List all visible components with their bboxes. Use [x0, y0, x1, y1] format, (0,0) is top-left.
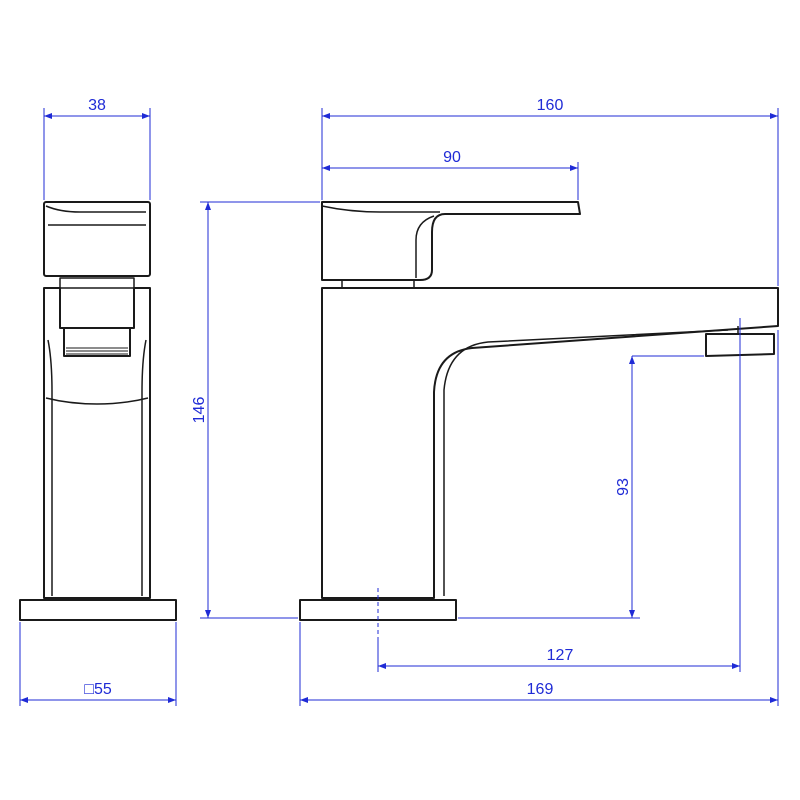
front-handle [321, 201, 581, 281]
side-aerator-hatching [66, 347, 128, 355]
side-body-spout-curve-r [141, 339, 147, 596]
side-aerator [63, 327, 131, 357]
dim-label-handle-length: 90 [443, 149, 461, 166]
square-symbol: □ [84, 681, 94, 698]
front-view [299, 201, 779, 621]
dim-label-total-length: 160 [537, 97, 564, 114]
dimension-labels: 38 □55 160 90 146 93 127 169 [84, 97, 632, 698]
front-handle-bevel [321, 205, 440, 213]
side-handle-top-bevel [45, 205, 146, 213]
dim-label-spout-reach: 127 [547, 647, 574, 664]
dim-label-side-depth: 38 [88, 97, 106, 114]
side-body-spout-edge [45, 397, 149, 405]
dim-label-base-to-tip: 169 [527, 681, 554, 698]
dim-label-base-square: □55 [84, 681, 112, 698]
side-view [19, 201, 177, 621]
side-body [43, 287, 151, 599]
side-cartridge-neck [59, 277, 135, 289]
front-spout-inner-curve [443, 329, 729, 596]
front-handle-inner [415, 215, 435, 278]
dim-label-total-height: 146 [191, 397, 208, 424]
side-base [19, 599, 177, 621]
side-body-spout-curve [47, 339, 53, 596]
front-body-spout [321, 287, 779, 599]
dimension-lines [19, 108, 779, 706]
dim-label-spout-height: 93 [615, 478, 632, 496]
front-aerator [705, 333, 775, 357]
front-cartridge-neck [341, 279, 415, 289]
side-handle [43, 201, 151, 277]
